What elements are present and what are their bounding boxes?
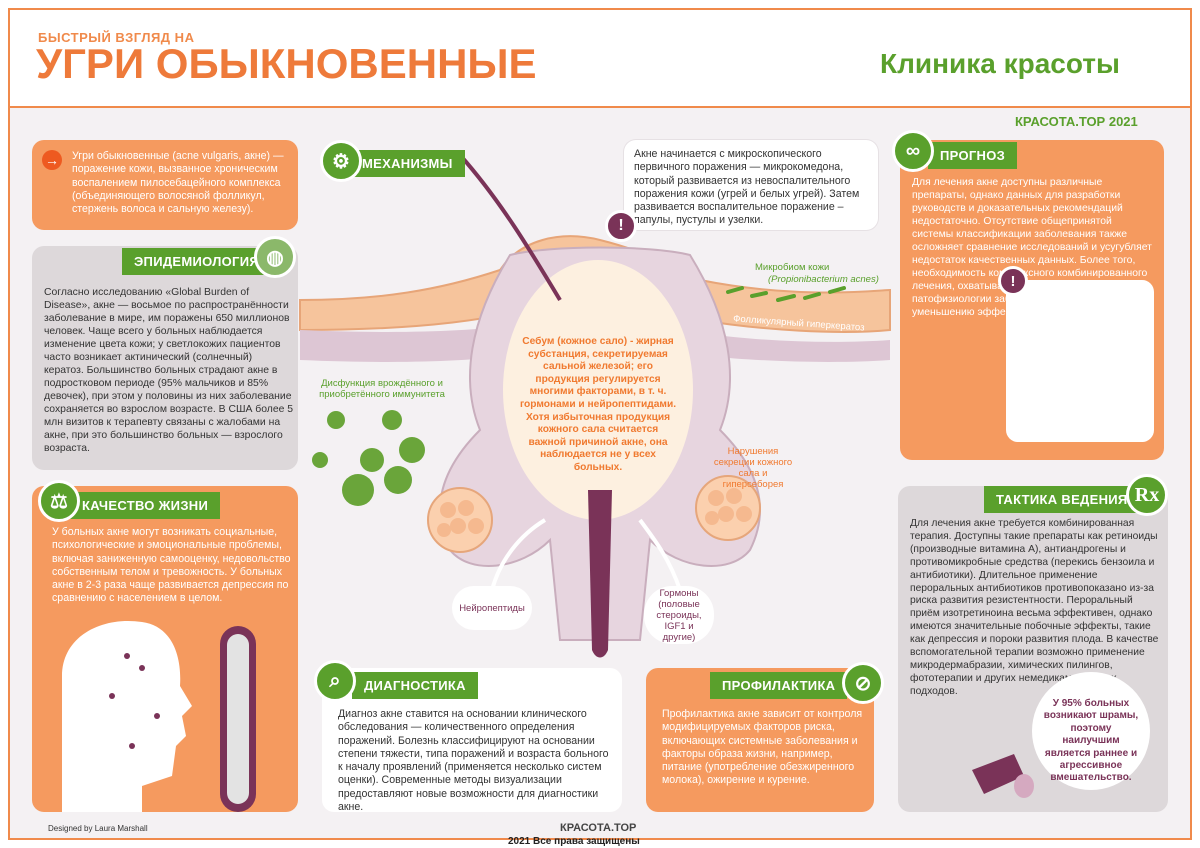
- diagnostics-card: ДИАГНОСТИКА ⌕ Диагноз акне ставится на о…: [314, 660, 622, 814]
- globe-icon: ◍: [254, 236, 296, 278]
- scar-note-bubble: [1032, 672, 1150, 790]
- cream-tube-icon: [972, 754, 1034, 798]
- prescription-icon: Rx: [1126, 474, 1168, 516]
- scar-note: У 95% больных возникают шрамы, поэтому н…: [1043, 698, 1139, 784]
- no-sign-icon: ⊘: [842, 662, 884, 704]
- alert-icon: !: [605, 210, 637, 242]
- neuropeptides-bubble: Нейропептиды: [452, 586, 532, 630]
- hair-root: [588, 490, 612, 658]
- designer-credit: Designed by Laura Marshall: [48, 824, 148, 833]
- scales-icon: ⚖: [38, 480, 80, 522]
- hair-shaft: [458, 153, 562, 302]
- microbiome-species: (Propionibacterium acnes): [768, 274, 879, 285]
- epidemiology-heading: ЭПИДЕМИОЛОГИЯ: [122, 248, 272, 275]
- alert-icon-prognosis: !: [998, 266, 1028, 296]
- prevention-text: Профилактика акне зависит от контроля мо…: [662, 708, 863, 787]
- immunity-label: Дисфункция врождённого и приобретённого …: [319, 378, 445, 400]
- copyright: 2021 Все права защищены: [508, 836, 640, 847]
- footer-brand: КРАСОТА.ТОР: [560, 822, 637, 834]
- page-frame: [8, 8, 1192, 840]
- sebum-label: Себум (кожное сало) - жирная субстанция,…: [519, 336, 677, 473]
- neuropeptides-label: Нейропептиды: [459, 602, 525, 614]
- hormones-label: Гормоны (половые стероиды, IGF1 и другие…: [656, 587, 702, 643]
- prognosis-card: ПРОГНОЗ ∞ Для лечения акне доступны разл…: [892, 130, 1164, 460]
- header-kicker: БЫСТРЫЙ ВЗГЛЯД НА: [38, 30, 195, 45]
- quality-card: КАЧЕСТВО ЖИЗНИ ⚖ У больных акне могут во…: [32, 480, 298, 812]
- gears-icon: ⚙: [320, 140, 362, 182]
- bacteria: [726, 286, 846, 302]
- neuropeptide-arrow: [490, 518, 547, 591]
- prevention-heading: ПРОФИЛАКТИКА: [710, 672, 848, 699]
- mirror-illustration: [62, 620, 256, 812]
- hormone-arrow: [638, 518, 682, 591]
- header-divider: [10, 106, 1190, 108]
- mechanisms-heading: МЕХАНИЗМЫ: [350, 150, 465, 177]
- epidemiology-text: Согласно исследованию «Global Burden of …: [44, 287, 294, 454]
- binoculars-icon: ∞: [892, 130, 934, 172]
- prognosis-note-card: Акне значительно влияет на качество жизн…: [1006, 280, 1154, 442]
- prevention-card: ПРОФИЛАКТИКА ⊘ Профилактика акне зависит…: [646, 662, 884, 812]
- secretion-label: Нарушения секреции кожного сала и гиперс…: [713, 446, 793, 490]
- hormones-bubble: Гормоны (половые стероиды, IGF1 и другие…: [644, 586, 714, 644]
- intro-text: Угри обыкновенные (acne vulgaris, акне) …: [72, 150, 284, 216]
- prognosis-note: Акне значительно влияет на качество жизн…: [1014, 288, 1148, 440]
- epidemiology-card: ЭПИДЕМИОЛОГИЯ ◍ Согласно исследованию «G…: [32, 236, 298, 470]
- diagnostics-heading: ДИАГНОСТИКА: [352, 672, 478, 699]
- prognosis-heading: ПРОГНОЗ: [928, 142, 1018, 169]
- year-tag: КРАСОТА.ТОР 2021: [1015, 114, 1138, 129]
- callout-text: Акне начинается с микроскопического перв…: [634, 148, 860, 227]
- tactics-heading: ТАКТИКА ВЕДЕНИЯ: [984, 486, 1140, 513]
- tactics-card: ТАКТИКА ВЕДЕНИЯ Rx Для лечения акне треб…: [898, 474, 1168, 812]
- sebaceous-area: [503, 260, 693, 520]
- tactics-text: Для лечения акне требуется комбинированн…: [910, 518, 1159, 697]
- intro-card: → Угри обыкновенные (acne vulgaris, акне…: [32, 140, 298, 230]
- quality-heading: КАЧЕСТВО ЖИЗНИ: [70, 492, 221, 519]
- diagnostics-text: Диагноз акне ставится на основании клини…: [338, 708, 609, 814]
- quality-text: У больных акне могут возникать социальны…: [52, 526, 291, 605]
- page-title: УГРИ ОБЫКНОВЕННЫЕ: [36, 40, 537, 87]
- clinic-name: Клиника красоты: [880, 48, 1120, 79]
- callout-card: Акне начинается с микроскопического перв…: [624, 140, 878, 230]
- immune-cells: [312, 410, 425, 506]
- microbiome-title: Микробиом кожи: [755, 262, 830, 273]
- arrow-right-icon: →: [42, 150, 62, 170]
- magnifier-icon: ⌕: [314, 660, 356, 702]
